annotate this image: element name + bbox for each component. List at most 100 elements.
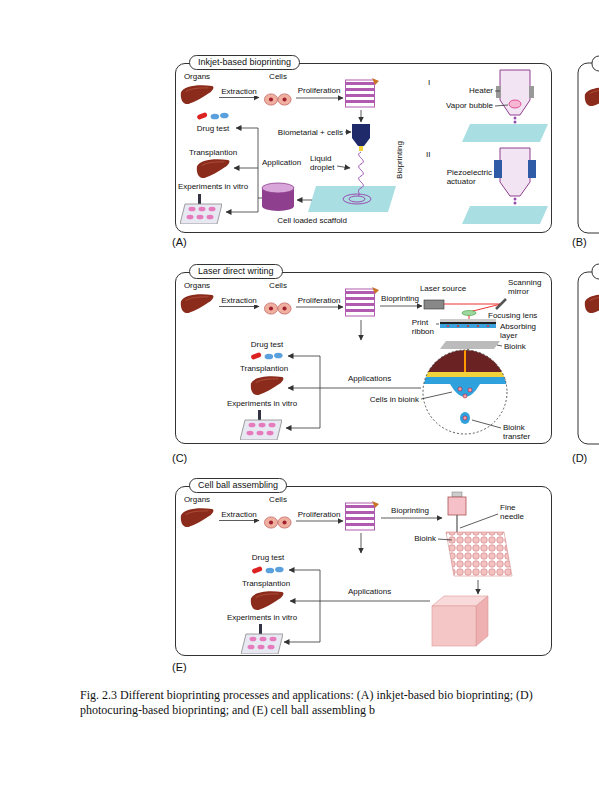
callout-label: Drug test <box>251 340 283 349</box>
panel-heading: Inkjet-based bioprinting <box>189 55 300 70</box>
cell-ball-lattice <box>446 532 512 576</box>
liver-icon <box>585 294 599 313</box>
callout-label: I <box>428 78 430 87</box>
cell <box>458 387 462 391</box>
leader-line <box>495 105 508 106</box>
liver-icon <box>197 159 230 178</box>
liver-icon <box>251 376 284 395</box>
culture-stack <box>346 501 380 530</box>
zoom-inset <box>420 348 510 438</box>
droplet <box>514 198 517 201</box>
nozzle-tip <box>359 146 363 151</box>
callout-label: Focusing lens <box>488 311 537 320</box>
leader-line <box>497 345 502 346</box>
droplet <box>514 202 517 205</box>
panel-letter: (A) <box>172 236 187 249</box>
trunk-line <box>258 198 262 199</box>
print-head <box>500 70 530 115</box>
callout-label: Experiments in vitro <box>227 613 297 622</box>
culture-stack <box>346 78 380 107</box>
panel-heading: Cell ball assembling <box>189 478 287 493</box>
panel-letter: (B) <box>572 236 587 249</box>
heater <box>496 86 501 98</box>
droplet-stream <box>358 152 363 196</box>
connector-arrow <box>219 97 259 98</box>
icon-node: Organs <box>176 281 218 315</box>
leader-line <box>438 539 452 540</box>
piezo-actuator <box>494 160 502 178</box>
icon-caption: Organs <box>176 495 218 504</box>
callout-label: Piezoelectric actuator <box>447 168 492 186</box>
panel-tab <box>592 264 599 279</box>
scaffold-top <box>262 183 294 193</box>
bioink-layer <box>440 324 496 328</box>
edge-label: Extraction <box>220 87 258 96</box>
cell <box>463 394 467 398</box>
droplet <box>514 121 517 124</box>
panel-letter: (E) <box>172 661 187 674</box>
arrow <box>361 320 362 340</box>
callout-label: Transplantion <box>242 579 290 588</box>
callout-label: Experiments in vitro <box>227 399 297 408</box>
icon-caption: Cells <box>260 72 296 81</box>
arrow <box>361 533 362 553</box>
liver-icon <box>181 508 214 527</box>
branch-line <box>320 570 321 642</box>
piezo-actuator <box>528 160 536 178</box>
well-plate-icon <box>180 194 222 224</box>
arrow <box>381 518 442 519</box>
arrow <box>296 307 343 308</box>
drug-icon <box>250 352 282 360</box>
panel-letter: (D) <box>572 452 587 465</box>
arrow <box>297 200 312 201</box>
arrow <box>361 110 362 122</box>
drug-icon <box>251 566 283 574</box>
arrow <box>286 428 320 429</box>
figure-caption: Fig. 2.3 Different bioprinting processes… <box>80 688 592 718</box>
callout-label: Bioprinting <box>381 294 419 303</box>
vapor-bubble <box>509 100 521 108</box>
callout-label: Cells in bioink <box>370 395 419 404</box>
callout-label: Proliferation <box>298 86 341 95</box>
icon-caption: Organs <box>176 72 218 81</box>
liver-icon <box>585 87 599 106</box>
droplet <box>514 117 517 120</box>
liver-icon <box>181 85 214 104</box>
callout-label: Bioink <box>504 342 526 351</box>
callout-label: Bioink <box>414 534 436 543</box>
panel-letter: (C) <box>172 452 187 465</box>
callout-label: Drug test <box>197 124 229 133</box>
callout-label: Bioprinting <box>391 506 429 515</box>
bioink-layer <box>420 377 510 384</box>
well-plate-icon <box>241 624 283 654</box>
branch-line <box>320 356 321 428</box>
arrow <box>234 168 258 169</box>
bioink-jet <box>450 384 480 397</box>
callout-label: Transplantion <box>240 364 288 373</box>
arrow <box>289 570 320 571</box>
zoom-circle <box>423 350 507 434</box>
arrow <box>380 306 422 307</box>
bioink-droplet <box>460 412 470 424</box>
callout-label: II <box>426 150 430 159</box>
print-head <box>500 148 530 196</box>
panel-outline <box>578 272 599 444</box>
callout-label: Bioprinting <box>395 141 404 179</box>
focusing-lens <box>462 311 476 316</box>
callout-label: Vapor bubble <box>446 101 493 110</box>
printed-spiral <box>349 196 365 202</box>
arrow <box>284 642 320 643</box>
cell-dot <box>447 325 449 327</box>
arrow <box>290 601 430 602</box>
icon-node: Organs <box>176 72 218 106</box>
laser-source <box>424 300 444 309</box>
substrate <box>440 341 500 349</box>
leader-line <box>495 91 500 92</box>
cell <box>468 388 472 392</box>
cell-dot <box>457 325 459 327</box>
liver-icon <box>251 591 284 610</box>
callout-label: Liquid droplet <box>310 154 334 172</box>
ribbon-glass <box>440 319 496 322</box>
printed-spiral <box>343 194 371 204</box>
